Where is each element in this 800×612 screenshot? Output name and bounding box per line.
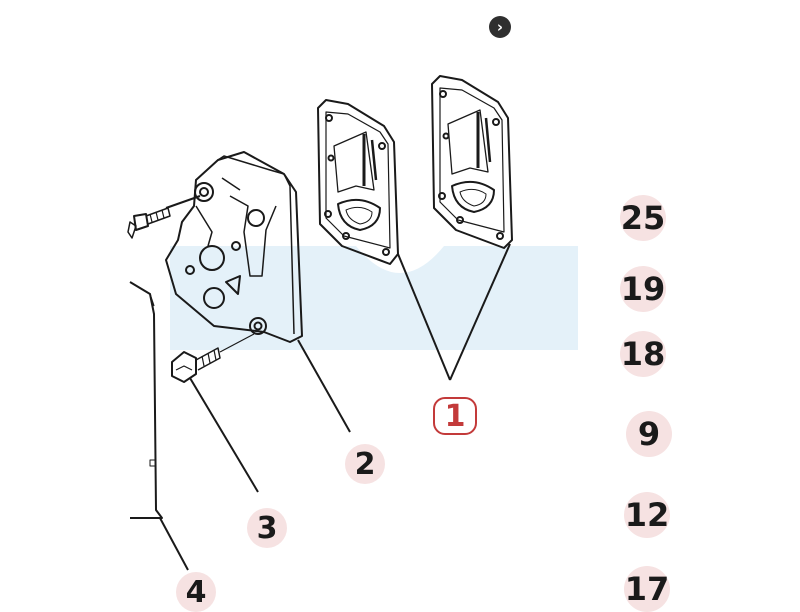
callout-part-1[interactable]: 1: [433, 397, 477, 435]
side-part-number[interactable]: 9: [626, 411, 672, 457]
housing-outline: [129, 281, 163, 519]
gasket-b: [431, 75, 513, 249]
callout-part-4[interactable]: 4: [176, 572, 216, 612]
page-edge: [668, 0, 800, 600]
leader-lines: [159, 195, 511, 571]
callout-part-2[interactable]: 2: [345, 444, 385, 484]
callout-part-3[interactable]: 3: [247, 508, 287, 548]
chevron-right-icon[interactable]: ›: [489, 16, 511, 38]
cover-plate: [165, 151, 303, 343]
screw-top: [127, 207, 171, 239]
screw-bottom: [171, 347, 221, 383]
side-part-number[interactable]: 25: [620, 195, 666, 241]
gasket-a: [317, 99, 399, 265]
side-part-number[interactable]: 19: [620, 266, 666, 312]
side-part-number[interactable]: 12: [624, 492, 670, 538]
side-part-number[interactable]: 18: [620, 331, 666, 377]
side-part-number[interactable]: 17: [624, 566, 670, 612]
